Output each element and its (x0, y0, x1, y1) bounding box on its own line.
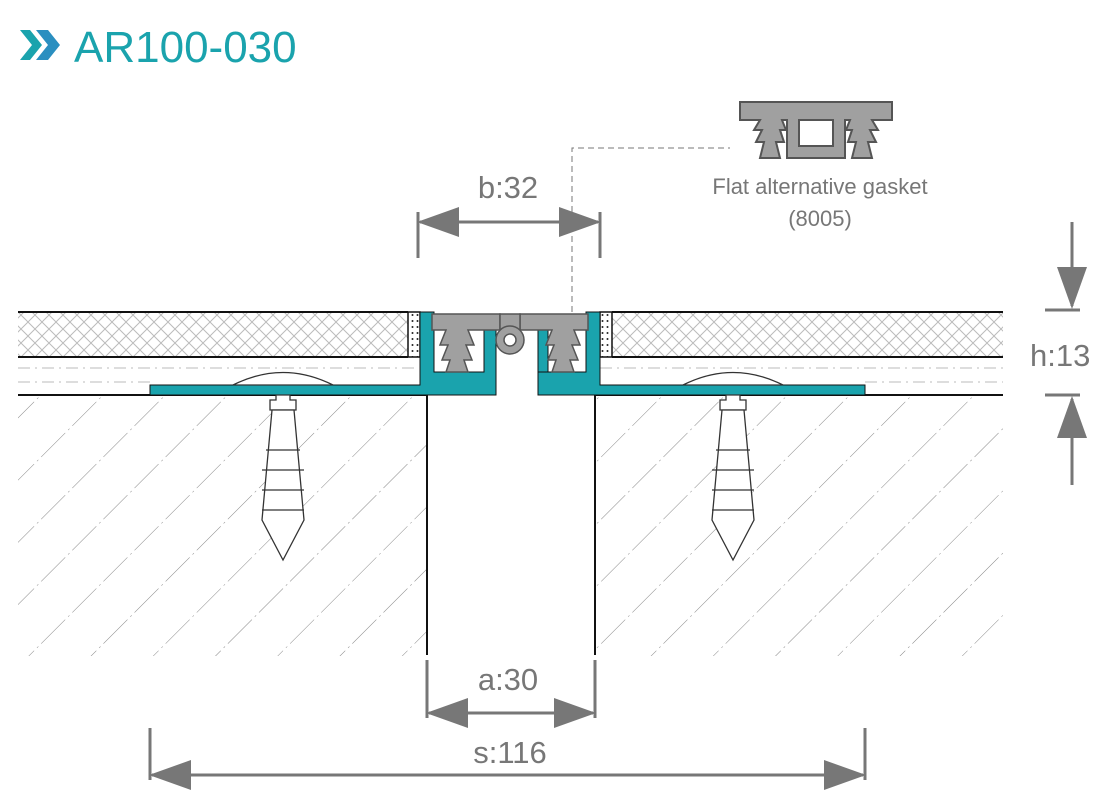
dimension-b (416, 207, 602, 258)
rubber-gasket (431, 313, 589, 373)
callout-leader-line (571, 147, 730, 312)
dimension-s (148, 728, 867, 790)
dimension-h-label: h:13 (1030, 338, 1090, 373)
concrete-substrate (18, 394, 1003, 656)
dimension-a-label: a:30 (478, 662, 538, 697)
product-title: AR100-030 (74, 23, 297, 72)
gasket-note-line2: (8005) (788, 206, 852, 231)
dimension-s-label: s:116 (473, 735, 547, 770)
adhesive-layer (18, 367, 1003, 383)
tile-layer (18, 311, 1003, 358)
logo-chevron-icon (20, 30, 60, 60)
dimension-a (425, 660, 597, 728)
screw-anchor-left (232, 371, 334, 562)
flat-gasket-icon (739, 101, 893, 159)
screw-anchor-right (682, 371, 784, 562)
gasket-note-line1: Flat alternative gasket (712, 174, 927, 199)
dimension-b-label: b:32 (478, 170, 538, 205)
dimension-h (1045, 222, 1087, 485)
